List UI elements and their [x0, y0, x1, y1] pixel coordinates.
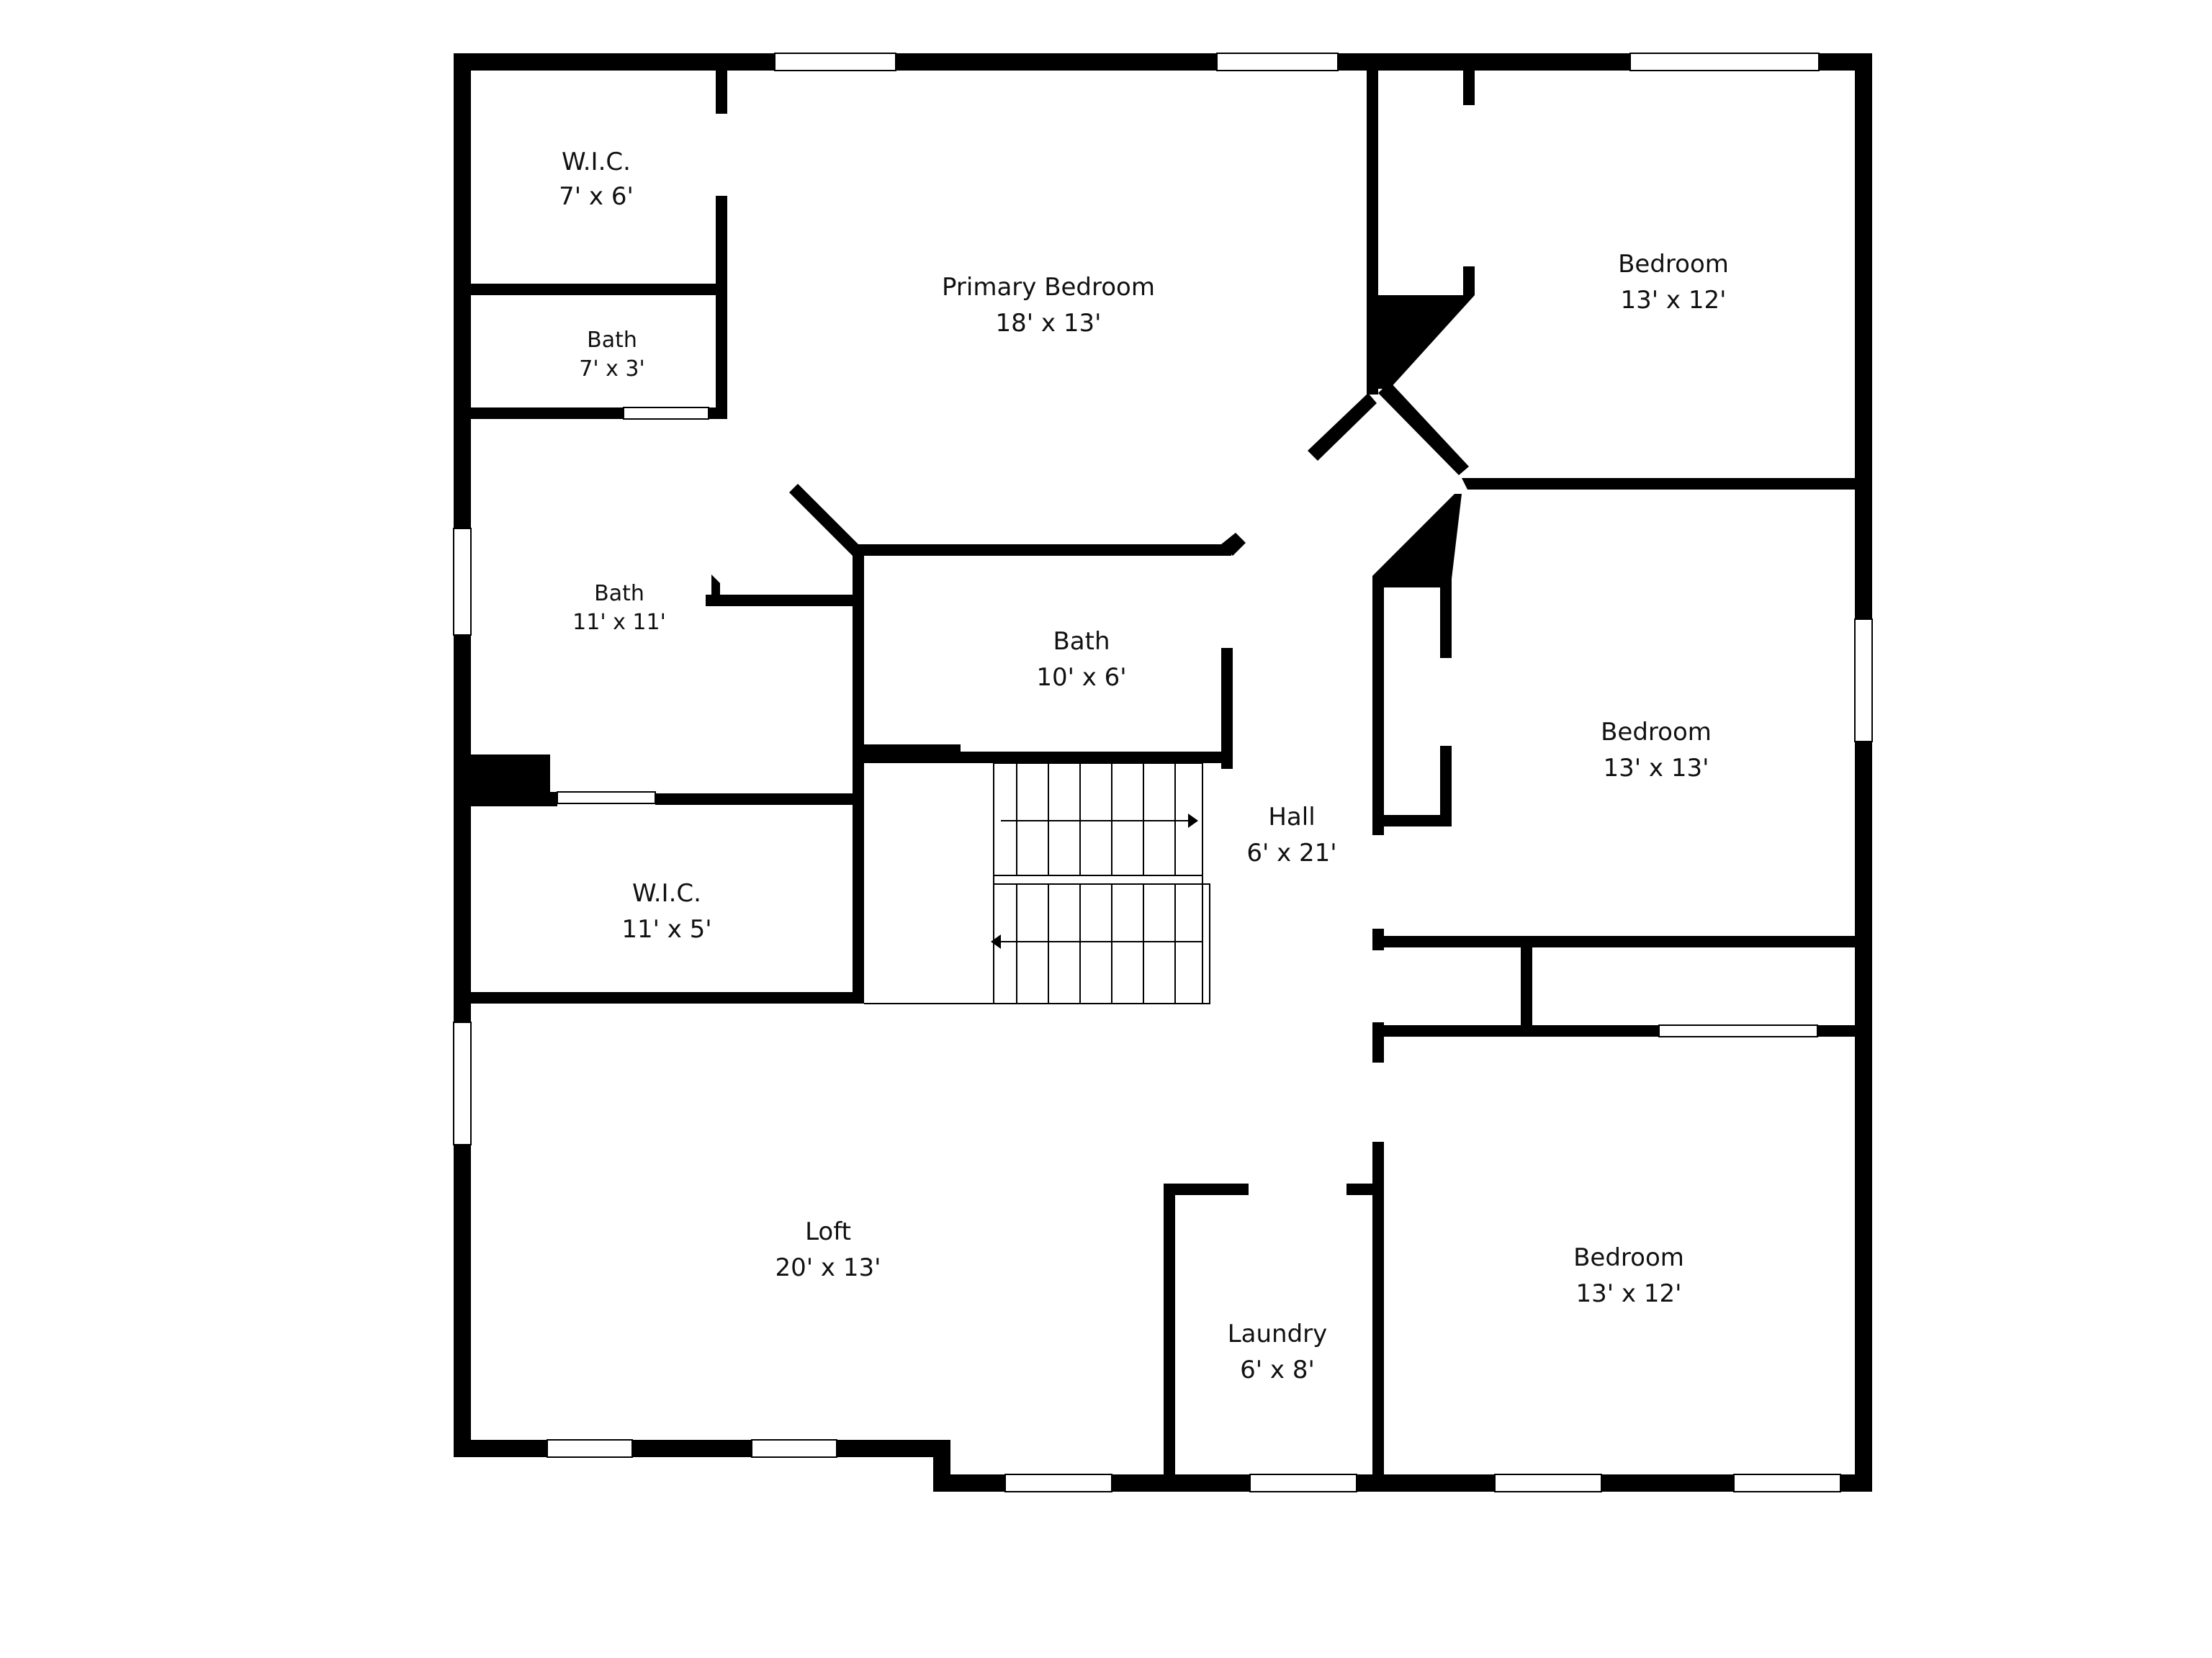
stair-arrow-up — [1188, 814, 1198, 828]
wall-diag-primary — [1221, 533, 1246, 556]
wall-block — [471, 754, 550, 806]
room-size-primary-bedroom: 18' x 13' — [996, 309, 1102, 338]
wall-closet-ne-right-2 — [1463, 266, 1475, 295]
wall-diag-ne — [1462, 478, 1476, 490]
wall-diag-primary-2 — [1308, 393, 1377, 461]
window — [1004, 1474, 1112, 1492]
wall-closet-ne-right — [1463, 71, 1475, 105]
wall-diag-closet — [711, 575, 720, 600]
stair-arrow-down — [991, 934, 1001, 949]
room-name-bath-primary: Bath — [594, 581, 644, 606]
wall-closet-mid-divider — [1521, 936, 1532, 1037]
room-name-bedroom-e: Bedroom — [1601, 718, 1712, 747]
room-size-hall: 6' x 21' — [1246, 839, 1336, 868]
wall-diag-1 — [789, 484, 861, 556]
window — [1494, 1474, 1602, 1492]
window — [1216, 53, 1339, 71]
door-opening — [623, 407, 709, 420]
window — [1733, 1474, 1841, 1492]
wall-closet-mid-bottom — [1372, 1025, 1660, 1037]
room-name-wic-bottom: W.I.C. — [632, 879, 701, 908]
wall-closet-ne-fill — [1378, 295, 1475, 389]
window — [751, 1439, 837, 1458]
wall-closet-e-fill — [1372, 494, 1462, 586]
wall-diag-ne-2 — [1378, 382, 1469, 475]
wall-closet-mid-top — [1372, 936, 1855, 947]
room-size-wic-bottom: 11' x 5' — [621, 915, 711, 944]
wall-left-upper — [454, 53, 471, 1457]
wall-se-left-2 — [1372, 1142, 1384, 1484]
wall-closet-e-top — [1372, 576, 1452, 587]
room-name-bedroom-se: Bedroom — [1573, 1243, 1684, 1272]
room-size-bath-small: 7' x 3' — [579, 356, 645, 382]
wall-smallbath-bottom-2 — [709, 407, 727, 419]
room-name-bedroom-ne: Bedroom — [1618, 250, 1729, 279]
window — [1854, 618, 1873, 742]
wall-bottom-left — [454, 1440, 950, 1457]
wall-laundry-top-2 — [1346, 1184, 1384, 1195]
room-name-laundry: Laundry — [1228, 1320, 1328, 1348]
room-name-hall: Hall — [1268, 803, 1315, 832]
wall-wic-bottom-bottom — [471, 992, 864, 1004]
room-name-bath-hall: Bath — [1053, 627, 1110, 656]
room-name-bath-small: Bath — [587, 328, 637, 353]
wall-hallbath-top — [853, 544, 1231, 556]
room-size-bedroom-e: 13' x 13' — [1604, 754, 1709, 783]
wall-closet-e-bottom — [1372, 815, 1452, 826]
room-size-bath-primary: 11' x 11' — [572, 610, 666, 635]
room-size-bedroom-ne: 13' x 12' — [1621, 286, 1727, 315]
room-labels: W.I.C. 7' x 6' Bath 7' x 3' Primary Bedr… — [559, 148, 1729, 1384]
wall-closet-bottom — [706, 595, 860, 606]
wall-closet-e-right-2 — [1440, 746, 1452, 826]
door-opening — [557, 791, 656, 804]
room-name-primary-bedroom: Primary Bedroom — [942, 273, 1155, 302]
wall-bedroom-ne-bottom — [1476, 478, 1855, 490]
room-size-loft: 20' x 13' — [775, 1253, 881, 1282]
window — [453, 1022, 472, 1145]
wall-wic-bottom-top-2 — [655, 793, 864, 805]
walls — [454, 53, 1872, 1492]
wall-wic-right-2 — [716, 196, 727, 410]
wall-wic-right — [716, 71, 727, 114]
window — [1629, 53, 1820, 71]
wall-closet-mid-bottom-2 — [1817, 1025, 1855, 1037]
room-size-bedroom-se: 13' x 12' — [1576, 1279, 1682, 1308]
room-name-wic-top: W.I.C. — [562, 148, 631, 176]
wall-closet-e-left — [1372, 576, 1384, 835]
staircase — [864, 762, 1210, 1004]
room-size-wic-top: 7' x 6' — [559, 182, 634, 211]
room-name-loft: Loft — [805, 1217, 851, 1246]
wall-wic-bath-divider — [471, 284, 727, 295]
window — [453, 528, 472, 636]
wall-hallbath-bottom-thick — [853, 744, 961, 763]
wall-hallbath-right — [1221, 648, 1233, 769]
window — [774, 53, 896, 71]
wall-laundry-left — [1164, 1184, 1175, 1484]
wall-closet-e-right — [1440, 576, 1452, 658]
wall-right — [1855, 53, 1872, 1492]
wall-primary-right — [1367, 71, 1378, 395]
wall-smallbath-bottom — [471, 407, 626, 419]
windows — [453, 53, 1873, 1492]
room-size-bath-hall: 10' x 6' — [1036, 663, 1126, 692]
wall-se-left — [1372, 1022, 1384, 1063]
room-size-laundry: 6' x 8' — [1240, 1356, 1315, 1384]
wall-stair-left — [853, 763, 864, 1004]
window — [1249, 1474, 1357, 1492]
window — [547, 1439, 633, 1458]
wall-laundry-top — [1164, 1184, 1249, 1195]
door-opening — [1658, 1024, 1818, 1037]
